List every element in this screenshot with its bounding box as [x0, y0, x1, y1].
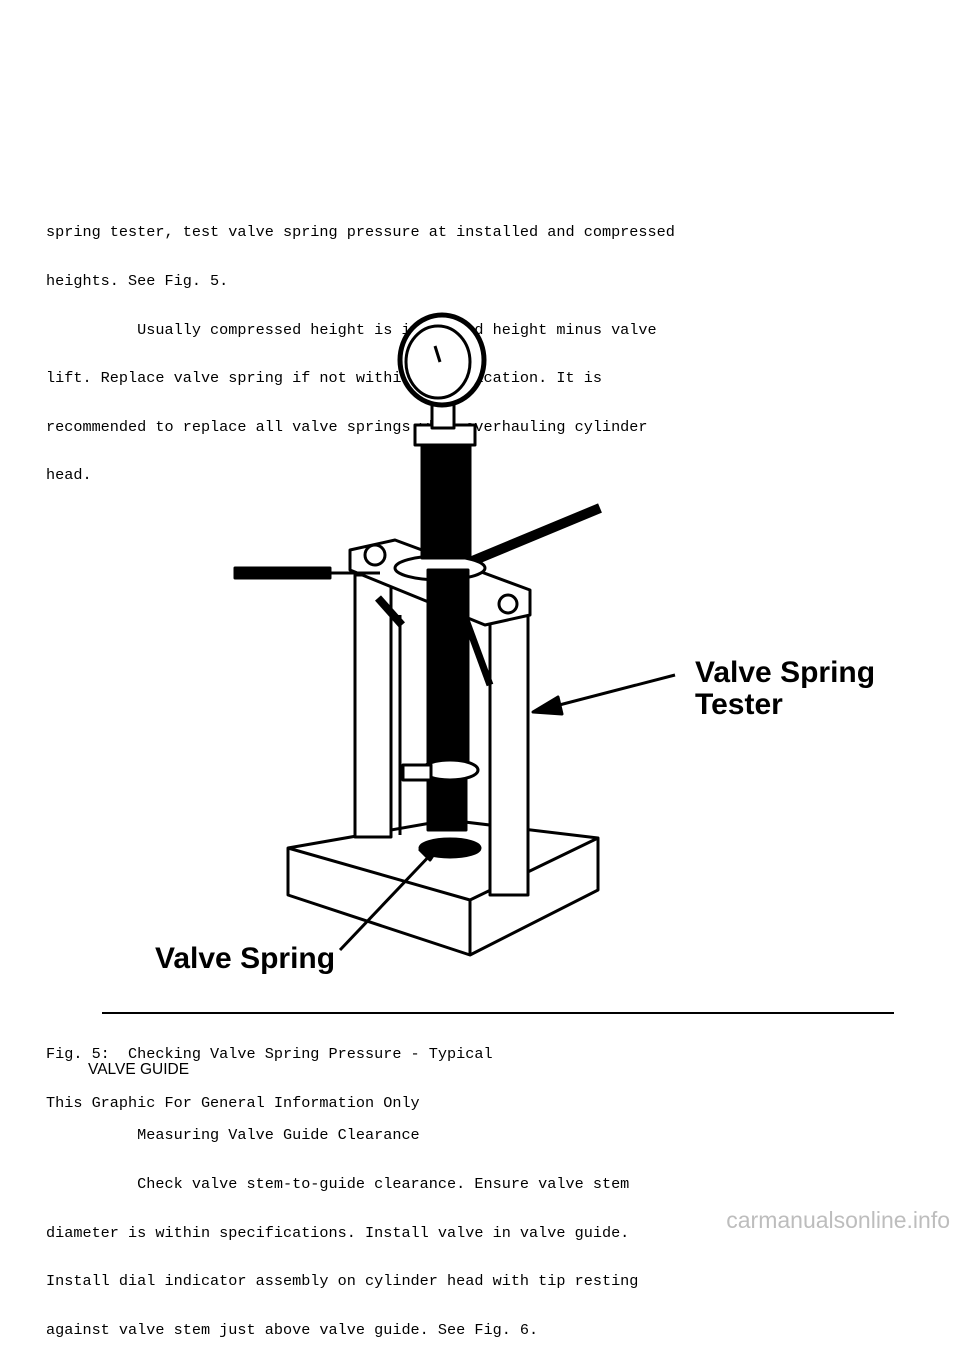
text-line: spring tester, test valve spring pressur… — [46, 223, 675, 242]
caption-rule — [102, 1012, 894, 1014]
left-column — [353, 573, 393, 839]
watermark: carmanualsonline.info — [726, 1207, 950, 1233]
valve-spring-tester-figure: Valve Spring Tester Valve Spring — [155, 312, 875, 975]
press-cylinder — [420, 436, 472, 560]
text-line: head. — [46, 466, 92, 485]
tester-label-line1: Valve Spring — [695, 656, 875, 689]
spring-label: Valve Spring — [155, 942, 335, 975]
right-handle — [468, 503, 602, 567]
caption-line: This Graphic For General Information Onl… — [46, 1094, 420, 1112]
text-line: Check valve stem-to-guide clearance. Ens… — [46, 1175, 630, 1193]
text-line: heights. See Fig. 5. — [46, 272, 229, 290]
text-line: Measuring Valve Guide Clearance — [46, 1126, 420, 1145]
left-handle — [233, 566, 332, 580]
valve-guide-paragraph: Measuring Valve Guide Clearance Check va… — [46, 1095, 638, 1354]
figure-caption: Fig. 5: Checking Valve Spring Pressure -… — [46, 1014, 493, 1127]
text-line: against valve stem just above valve guid… — [46, 1320, 539, 1339]
caption-line: Fig. 5: Checking Valve Spring Pressure -… — [46, 1045, 493, 1064]
intro-paragraph: spring tester, test valve spring pressur… — [46, 192, 675, 500]
valve-spring — [426, 778, 468, 832]
text-line: Install dial indicator assembly on cylin… — [46, 1272, 639, 1291]
tester-label-line2: Tester — [695, 688, 783, 721]
section-heading: VALVE GUIDE — [88, 1061, 190, 1078]
right-column — [488, 598, 530, 897]
text-line: diameter is within specifications. Insta… — [46, 1223, 630, 1242]
